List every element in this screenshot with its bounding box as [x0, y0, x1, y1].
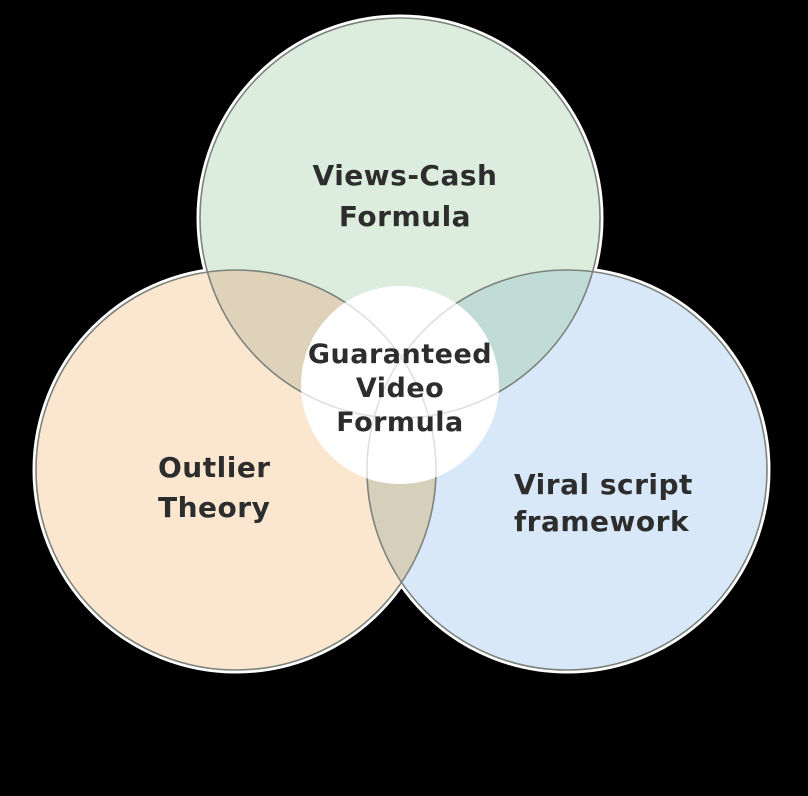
faint-arc-left	[301, 286, 437, 484]
right-circle-label-line1: Viral script	[514, 468, 693, 501]
center-faint-arcs	[301, 286, 499, 484]
right-circle-label-line2: framework	[514, 505, 690, 538]
left-circle-label-line2: Theory	[158, 491, 271, 524]
center-circle	[301, 286, 499, 484]
center-label-line2: Video	[355, 373, 445, 404]
left-circle-label: Outlier Theory	[158, 448, 271, 528]
overlap-top-right	[367, 270, 600, 418]
overlap-top-left	[200, 270, 436, 418]
faint-arc-right	[366, 286, 499, 484]
center-label: Guaranteed Video Formula	[300, 338, 500, 440]
right-circle-label: Viral script framework	[514, 466, 693, 540]
top-circle-label-line2: Formula	[338, 200, 472, 233]
center-label-line3: Formula	[336, 407, 464, 438]
left-circle-label-line1: Outlier	[158, 451, 271, 484]
top-circle-label-line1: Views-Cash	[312, 159, 498, 192]
top-circle-label: Views-Cash Formula	[255, 155, 555, 237]
center-label-line1: Guaranteed	[307, 339, 493, 370]
faint-arc-top	[301, 286, 499, 419]
